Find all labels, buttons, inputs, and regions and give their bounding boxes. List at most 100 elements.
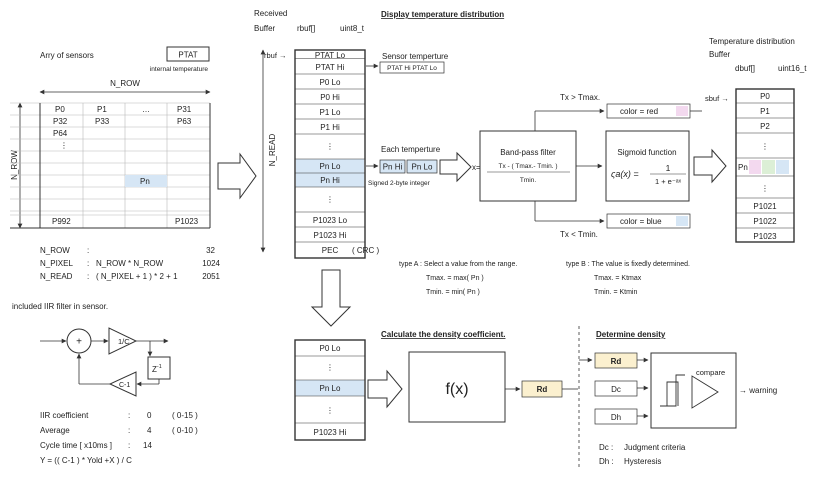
sensor-temp-box xyxy=(379,61,445,74)
color-blue-label: color = blue xyxy=(620,217,662,226)
pn-hi-text: Pn Hi xyxy=(383,163,403,172)
iir-param-value: 14 xyxy=(143,441,152,450)
sbuf-pointer: sbuf → xyxy=(705,94,729,103)
iir-param-range: ( 0-15 ) xyxy=(172,411,198,420)
sensor-cell-p1023: P1023 xyxy=(175,217,199,226)
sensor-grid xyxy=(10,102,210,228)
comparator-icon xyxy=(691,375,719,409)
lower-buffer-row: P0 Lo xyxy=(320,344,341,353)
rd-input-label: Rd xyxy=(611,357,622,366)
lower-buffer-row: ⋮ xyxy=(326,406,334,415)
dbuf-dividers xyxy=(736,102,794,229)
dbuf-title-line1: Temperature distribution xyxy=(709,37,795,46)
pn-cell-highlight xyxy=(125,175,167,187)
feedback-label: C-1 xyxy=(119,382,130,389)
dbuf-pn-pink xyxy=(749,160,761,174)
stat-formula: ( N_PIXEL + 1 ) * 2 + 1 xyxy=(96,272,178,281)
ptat-caption: internal temperature xyxy=(150,66,209,73)
type-b-max: Tmax. = Ktmax xyxy=(594,275,642,282)
dc-box xyxy=(594,380,638,397)
iir-equation: Y = (( C-1 ) * Yold +X ) / C xyxy=(40,456,132,465)
to-bandpass-arrow xyxy=(439,151,472,183)
array-to-buffer-arrow xyxy=(217,152,257,200)
dbuf-row: P1022 xyxy=(753,217,777,226)
dbuf-row: ⋮ xyxy=(761,184,769,193)
gain-amplifier xyxy=(108,327,138,355)
color-red-label: color = red xyxy=(620,107,658,116)
rbuf-crc: ( CRC ) xyxy=(352,246,379,255)
density-section: Calculate the density coefficient. Deter… xyxy=(294,326,777,470)
delay-label: Z xyxy=(152,365,157,374)
rbuf-type: uint8_t xyxy=(340,24,365,33)
n-row-label-side: N_ROW xyxy=(10,150,19,180)
feedback-amplifier xyxy=(108,371,137,397)
sensor-array-title: Arry of sensors xyxy=(40,51,94,60)
pn-lo-box xyxy=(406,159,438,174)
n-read-label: N_READ xyxy=(268,134,277,167)
stat-value: 2051 xyxy=(202,272,220,281)
rbuf-row: P1 Hi xyxy=(320,123,340,132)
dh-box xyxy=(594,408,638,425)
signed-note: Signed 2-byte integer xyxy=(368,180,431,187)
legend-dh-text: Hysteresis xyxy=(624,457,661,466)
received-buffer-section: Received Buffer rbuf[] uint8_t rbuf → N_… xyxy=(254,9,379,259)
bandpass-box xyxy=(479,130,577,202)
sigmoid-box xyxy=(605,130,690,202)
delay-label-wrap: Z-1 xyxy=(152,364,162,374)
stat-sep: : xyxy=(87,259,89,268)
gain-label: 1/C xyxy=(118,337,130,346)
iir-section: included IIR filter in sensor. + 1/C Z-1… xyxy=(12,302,198,465)
dbuf-name: dbuf[] xyxy=(735,64,755,73)
rbuf-name: rbuf[] xyxy=(297,24,315,33)
iir-param-name: IIR coefficient xyxy=(40,411,89,420)
rbuf-dividers xyxy=(295,58,365,243)
rbuf-row: P0 Hi xyxy=(320,93,340,102)
rbuf-title-line2: Buffer xyxy=(254,24,276,33)
display-title: Display temperature distribution xyxy=(381,10,504,19)
dbuf-pn-blue xyxy=(776,160,789,174)
lower-buffer-row: ⋮ xyxy=(326,363,334,372)
sensor-cell-p992: P992 xyxy=(52,217,71,226)
bandpass-denominator: Tmin. xyxy=(520,177,536,184)
dbuf-type: uint16_t xyxy=(778,64,807,73)
rd-output-label: Rd xyxy=(537,385,548,394)
x-label: x= xyxy=(472,163,481,172)
iir-param-name: Cycle time [ x10ms ] xyxy=(40,441,112,450)
color-blue-box xyxy=(606,213,691,229)
bandpass-title: Band-pass filter xyxy=(500,148,556,157)
pn-lo-text: Pn Lo xyxy=(412,163,433,172)
stat-sep: : xyxy=(87,272,89,281)
dbuf-row: P0 xyxy=(760,92,770,101)
display-section: Display temperature distribution Sensor … xyxy=(366,10,727,296)
delay-exponent: -1 xyxy=(157,364,162,370)
sensor-temp-label: Sensor temperture xyxy=(382,52,449,61)
dbuf-row: P1023 xyxy=(753,232,777,241)
rbuf-pointer: rbuf → xyxy=(264,51,287,60)
legend-dc-key: Dc : xyxy=(599,443,613,452)
type-b-min: Tmin. = Ktmin xyxy=(594,289,637,296)
rbuf-row: Pn Hi xyxy=(320,176,340,185)
sensor-cell-ellipsis: … xyxy=(142,105,150,114)
sensor-cell-p31: P31 xyxy=(177,105,192,114)
stat-formula: N_ROW * N_ROW xyxy=(96,259,164,268)
stat-name: N_ROW xyxy=(40,246,70,255)
compare-label: compare xyxy=(696,368,725,377)
rbuf-row: P0 Lo xyxy=(320,78,341,87)
summing-plus: + xyxy=(76,337,82,348)
ptat-label: PTAT xyxy=(178,51,197,60)
rbuf-row: Pn Lo xyxy=(320,162,341,171)
warning-label: → warning xyxy=(739,386,777,395)
sensor-cell-p32: P32 xyxy=(53,117,68,126)
lower-buffer-row: P1023 Hi xyxy=(314,428,347,437)
color-red-swatch xyxy=(676,106,688,116)
to-dbuf-arrow xyxy=(693,148,727,184)
sensor-cell-vdots: ⋮ xyxy=(60,141,68,150)
stat-value: 32 xyxy=(206,246,215,255)
iir-title: included IIR filter in sensor. xyxy=(12,302,108,311)
type-a-max: Tmax. = max( Pn ) xyxy=(426,275,484,282)
dbuf-row: ⋮ xyxy=(761,142,769,151)
dbuf-title-line2: Buffer xyxy=(709,50,731,59)
rbuf-row: PTAT Hi xyxy=(316,63,345,72)
